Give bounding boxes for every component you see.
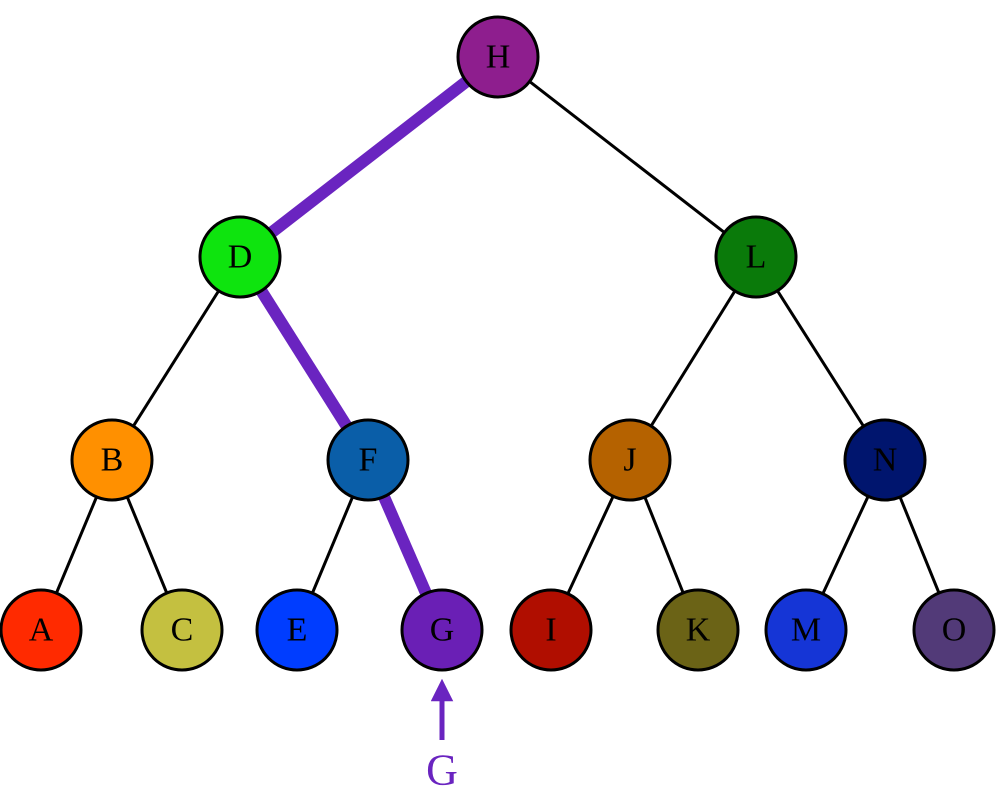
node-circle-J xyxy=(588,418,672,502)
node-label-O: O xyxy=(942,612,967,649)
node-circle-B xyxy=(70,418,154,502)
node-circle-L xyxy=(714,215,798,299)
node-label-F: F xyxy=(359,442,378,479)
tree-node-O: O xyxy=(912,588,996,672)
node-circle-C xyxy=(140,588,224,672)
node-label-M: M xyxy=(791,612,821,649)
node-circle-I xyxy=(509,588,593,672)
tree-node-H: H xyxy=(456,15,540,99)
tree-node-I: I xyxy=(509,588,593,672)
edges-layer xyxy=(39,52,956,633)
node-label-G: G xyxy=(430,612,455,649)
node-label-L: L xyxy=(746,239,767,276)
node-circle-F xyxy=(326,418,410,502)
node-circle-N xyxy=(843,418,927,502)
node-circle-D xyxy=(198,215,282,299)
node-circle-G xyxy=(400,588,484,672)
node-label-K: K xyxy=(686,612,711,649)
node-circle-K xyxy=(656,588,740,672)
node-circle-O xyxy=(912,588,996,672)
node-label-A: A xyxy=(29,612,54,649)
tree-node-M: M xyxy=(764,588,848,672)
pointer-label: G xyxy=(426,746,458,795)
node-circle-M xyxy=(764,588,848,672)
node-label-I: I xyxy=(545,612,556,649)
node-label-N: N xyxy=(873,442,898,479)
tree-node-K: K xyxy=(656,588,740,672)
tree-node-G: G xyxy=(400,588,484,672)
tree-node-L: L xyxy=(714,215,798,299)
pointer-layer: G xyxy=(426,678,458,795)
tree-node-F: F xyxy=(326,418,410,502)
tree-node-J: J xyxy=(588,418,672,502)
tree-node-C: C xyxy=(140,588,224,672)
tree-node-E: E xyxy=(255,588,339,672)
node-circle-H xyxy=(456,15,540,99)
node-circle-A xyxy=(0,588,83,672)
node-label-J: J xyxy=(623,442,636,479)
node-label-B: B xyxy=(101,442,124,479)
node-label-C: C xyxy=(171,612,194,649)
tree-node-B: B xyxy=(70,418,154,502)
nodes-layer: H D L B F J N A C E G I K M O xyxy=(0,15,996,672)
node-label-H: H xyxy=(486,39,511,76)
tree-node-A: A xyxy=(0,588,83,672)
tree-node-D: D xyxy=(198,215,282,299)
node-circle-E xyxy=(255,588,339,672)
node-label-D: D xyxy=(228,239,253,276)
edge-H-D-highlighted xyxy=(236,52,502,262)
tree-node-N: N xyxy=(843,418,927,502)
node-label-E: E xyxy=(287,612,308,649)
edge-H-L xyxy=(497,55,757,259)
